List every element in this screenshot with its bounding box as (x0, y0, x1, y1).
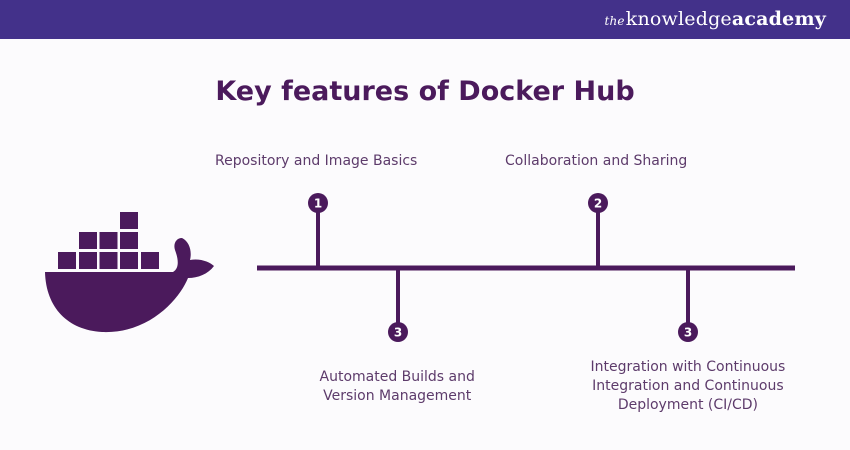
milestone-label-line: Integration and Continuous (592, 378, 784, 394)
brand-prefix: the (604, 14, 625, 28)
milestone-marker (588, 193, 608, 213)
page-title: Key features of Docker Hub (215, 76, 635, 107)
brand-part2: academy (731, 8, 826, 30)
container-box (79, 252, 97, 269)
docker-whale-icon (45, 212, 214, 333)
container-box (99, 252, 118, 269)
milestone-label-line: Automated Builds and (319, 369, 475, 385)
container-box (79, 232, 97, 249)
milestone-marker (308, 193, 328, 213)
milestone-label: Collaboration and Sharing (505, 152, 687, 171)
milestone-label-line: Version Management (323, 388, 472, 404)
container-box (120, 252, 138, 269)
milestone-number: 3 (394, 326, 402, 340)
milestone-number: 3 (684, 326, 692, 340)
brand-logo[interactable]: theknowledgeacademy (604, 8, 826, 30)
container-box (120, 212, 138, 229)
container-box (99, 232, 118, 249)
milestone-label-line: Integration with Continuous (590, 359, 786, 375)
milestone-marker (678, 322, 698, 342)
milestone-number: 1 (314, 197, 322, 211)
container-box (120, 232, 138, 249)
header-bar: theknowledgeacademy (0, 0, 850, 39)
milestone-label-line: Repository and Image Basics (215, 153, 418, 169)
milestone-label-line: Collaboration and Sharing (505, 153, 688, 169)
whale-body (45, 238, 214, 333)
milestone-label: Repository and Image Basics (215, 152, 417, 171)
milestone-number: 2 (594, 197, 602, 211)
milestone-marker (388, 322, 408, 342)
brand-part1: knowledge (625, 8, 732, 30)
container-box (58, 252, 76, 269)
container-box (141, 252, 159, 269)
milestone-label-line: Deployment (CI/CD) (617, 397, 758, 413)
